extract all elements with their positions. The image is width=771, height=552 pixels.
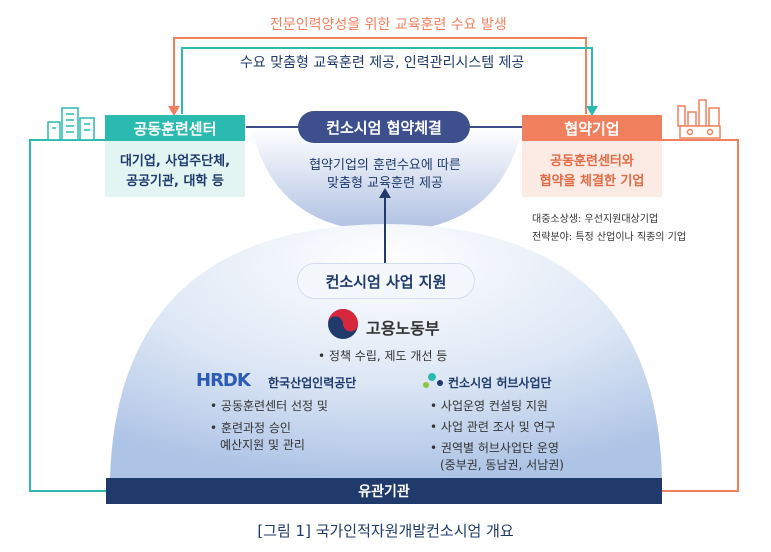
hrdk-bullet-1: 공동훈련센터 선정 및 [210,398,328,415]
factory-icon [672,99,728,141]
demand-arrow [173,37,587,114]
korea-emblem-icon [328,309,358,339]
hub-logo-icon [423,373,443,388]
hub-bullets: 사업운영 컨설팅 지원 사업 관련 조사 및 연구 권역별 허브사업단 운영 [430,398,559,457]
office-building-icon [44,107,100,141]
hub-bullet-4: (중부권, 동남권, 서남권) [440,458,564,472]
related-agencies-label: 유관기관 [358,484,410,500]
supply-text: 수요 맞춤형 교육훈련 제공, 인력관리시스템 제공 [240,55,525,71]
supply-arrow [181,47,593,114]
ministry-bullet: • 정책 수립, 제도 개선 등 [318,349,448,363]
partner-company-desc-box [522,141,662,197]
partner-company-note-1: 대중소상생: 우선지원대상기업 [532,214,659,225]
hub-bullet-3: 권역별 허브사업단 운영 [430,440,559,457]
hub-name: 컨소시엄 허브사업단 [448,376,552,390]
agreement-bowl [252,128,522,232]
demand-text: 전문인력양성을 위한 교육훈련 수요 발생 [270,17,507,33]
agreement-desc-1: 협약기업의 훈련수요에 따른 [309,158,461,173]
partner-company-note-2: 전략분야: 특정 산업이나 직종의 기업 [532,232,687,243]
ministry-bullet-text: 정책 수립, 제도 개선 등 [328,349,448,363]
training-center-desc-2: 공공기관, 대학 등 [126,174,224,189]
hrdk-logo-icon: HRDK [196,370,251,391]
hrdk-bullet-3: 예산지원 및 관리 [220,438,305,452]
training-center-desc-1: 대기업, 사업주단체, [119,154,231,169]
partner-company-desc-1: 공동훈련센터와 [550,154,634,169]
hrdk-name: 한국산업인력공단 [268,376,357,390]
training-center-title: 공동훈련센터 [105,115,245,141]
hrdk-bullets: 공동훈련센터 선정 및 훈련과정 승인 [210,398,328,437]
hrdk-bullet-2: 훈련과정 승인 [210,420,328,437]
hub-bullet-1: 사업운영 컨설팅 지원 [430,398,559,415]
hub-bullet-2: 사업 관련 조사 및 연구 [430,419,559,436]
figure-caption: [그림 1] 국가인적자원개발컨소시엄 개요 [257,522,514,540]
related-agencies-bar: 유관기관 [106,478,662,504]
support-label: 컨소시엄 사업 지원 [297,263,475,299]
training-center-desc-box [105,141,245,197]
ministry-name: 고용노동부 [366,319,440,338]
agreement-label: 컨소시엄 협약체결 [298,111,470,143]
partner-company-title: 협약기업 [522,115,662,141]
agreement-desc-2: 맞춤형 교육훈련 제공 [327,176,443,191]
partner-company-desc-2: 협약을 체결한 기업 [539,174,645,189]
